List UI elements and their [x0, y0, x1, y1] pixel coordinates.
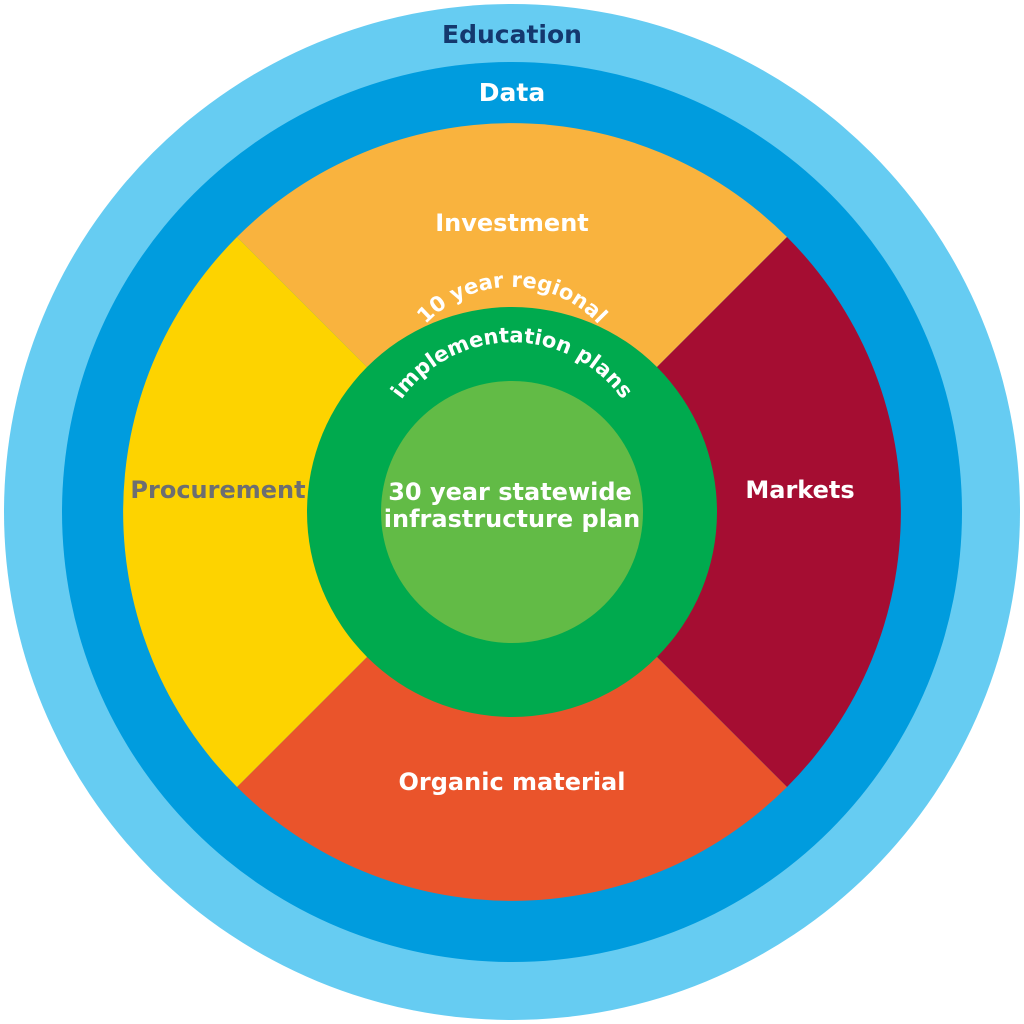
- statewide-plan-label-line1: 30 year statewide: [388, 478, 632, 506]
- markets-label: Markets: [745, 476, 854, 504]
- investment-label: Investment: [435, 209, 589, 237]
- data-label: Data: [479, 78, 545, 107]
- statewide-plan-label-line2: infrastructure plan: [384, 505, 640, 533]
- statewide-plan-core: [381, 381, 643, 643]
- procurement-label: Procurement: [130, 476, 305, 504]
- organic-material-label: Organic material: [399, 768, 626, 796]
- education-label: Education: [442, 20, 582, 49]
